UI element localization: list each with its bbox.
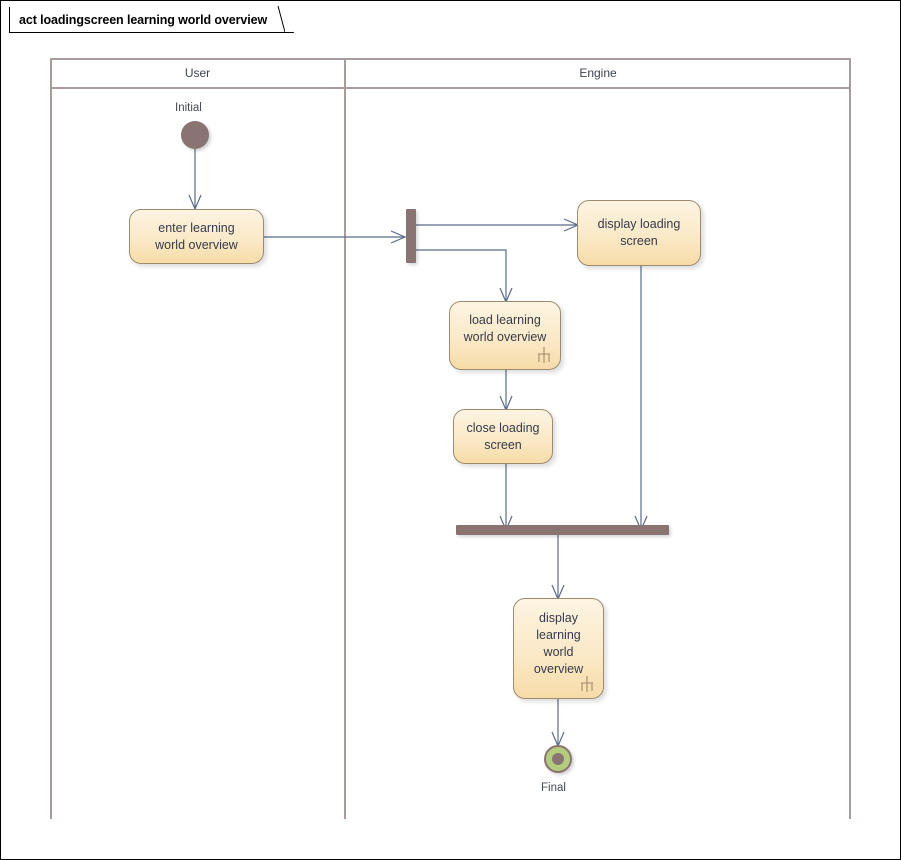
initial-node-caption: Initial	[175, 102, 202, 114]
action-label: enter learning world overview	[155, 220, 238, 252]
initial-node[interactable]	[181, 121, 209, 149]
swimlane-border-top	[50, 58, 851, 60]
action-display-learning-world-overview[interactable]: display learning world overview	[513, 598, 604, 699]
final-node-caption: Final	[541, 782, 566, 794]
swimlane-header-engine: Engine	[345, 58, 851, 87]
final-node[interactable]	[544, 745, 572, 773]
action-close-loading-screen[interactable]: close loading screen	[453, 409, 553, 464]
swimlane-label-engine: Engine	[579, 65, 617, 80]
join-node[interactable]	[456, 525, 669, 535]
diagram-title-tab: act loadingscreen learning world overvie…	[9, 7, 294, 33]
action-label: display learning world overview	[533, 610, 584, 676]
title-tab-diagonal-edge	[277, 6, 285, 33]
action-label: close loading screen	[466, 420, 540, 452]
structured-activity-rake-icon	[581, 676, 593, 692]
action-label: load learning world overview	[463, 312, 547, 344]
action-load-learning-world-overview[interactable]: load learning world overview	[449, 301, 561, 370]
fork-node[interactable]	[406, 209, 416, 263]
swimlane-border-right	[849, 58, 851, 819]
action-label: display loading screen	[597, 217, 681, 248]
swimlane-container: User Engine	[50, 58, 851, 819]
structured-activity-rake-icon	[538, 347, 550, 363]
swimlane-label-user: User	[184, 65, 211, 80]
swimlane-border-left	[50, 58, 52, 819]
swimlane-header-separator	[50, 87, 851, 89]
page-title: act loadingscreen learning world overvie…	[19, 12, 268, 27]
swimlane-header-user: User	[50, 58, 345, 87]
swimlane-divider	[344, 58, 346, 819]
action-display-loading-screen[interactable]: display loading screen	[577, 200, 701, 266]
action-enter-learning-world-overview[interactable]: enter learning world overview	[129, 209, 264, 264]
